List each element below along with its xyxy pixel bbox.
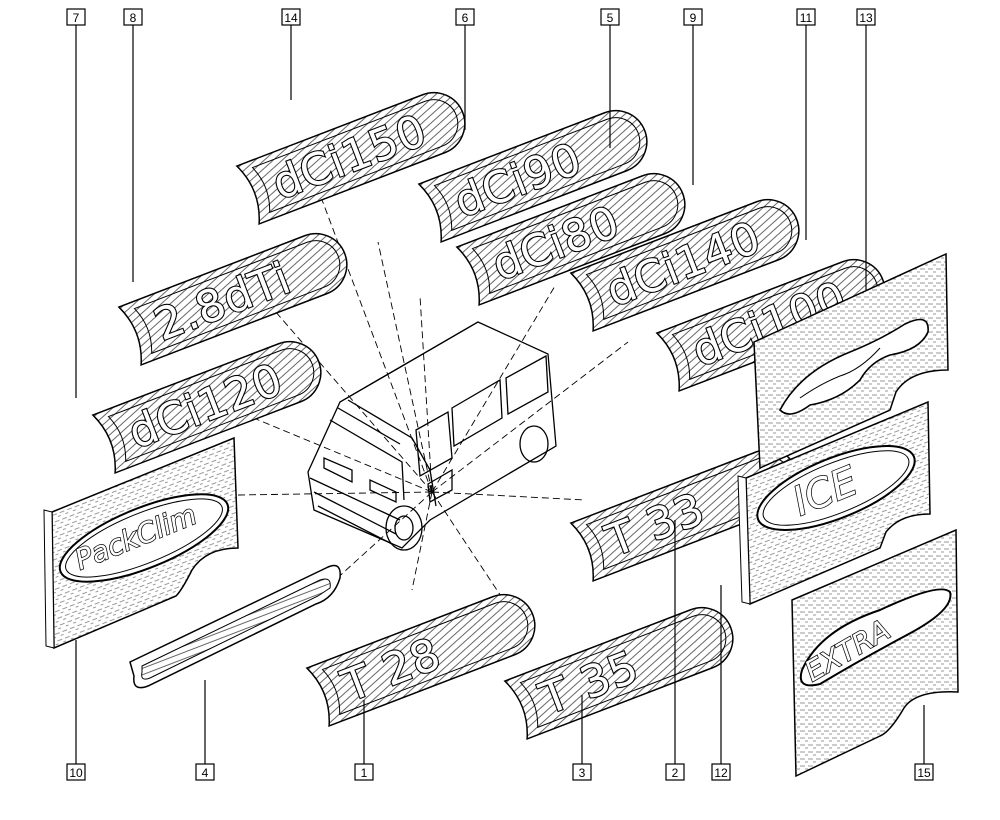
callout-9: 9	[683, 8, 703, 185]
callout-number: 1	[361, 766, 368, 780]
badge-28dti: 2.8dTi	[117, 233, 348, 367]
callout-13: 13	[856, 8, 876, 290]
callout-number: 2	[672, 766, 679, 780]
badge-t28: T 28	[305, 594, 536, 728]
callout-5: 5	[600, 8, 620, 148]
badge-blank	[129, 564, 341, 689]
callout-1: 1	[354, 700, 374, 781]
callout-number: 6	[462, 11, 469, 25]
sticker-packclim: PackClim	[43, 436, 239, 650]
callout-6: 6	[455, 8, 475, 130]
badge-dci90: dCi90	[417, 110, 648, 244]
callout-7: 7	[66, 8, 86, 398]
callout-number: 14	[284, 11, 298, 25]
callout-2: 2	[665, 520, 685, 781]
van-illustration	[307, 321, 557, 551]
callout-number: 11	[800, 11, 813, 25]
callout-10: 10	[66, 640, 86, 781]
badge-t35: T 35	[503, 607, 734, 741]
callout-3: 3	[572, 695, 592, 781]
callout-12: 12	[711, 585, 731, 781]
callout-number: 10	[69, 766, 83, 780]
sticker-extra: EXTRA	[791, 528, 959, 778]
callout-11: 11	[796, 8, 816, 240]
callout-number: 13	[859, 11, 873, 25]
callout-number: 9	[690, 11, 697, 25]
badge-dci120-label: dCi120	[122, 354, 290, 459]
callout-number: 5	[607, 11, 614, 25]
callout-number: 8	[130, 11, 137, 25]
callout-number: 3	[579, 766, 586, 780]
badge-dci150-label: dCi150	[266, 105, 434, 210]
callout-15: 15	[914, 705, 934, 781]
callout-number: 7	[73, 11, 80, 25]
callout-14: 14	[281, 8, 301, 100]
callout-number: 15	[917, 766, 931, 780]
callout-number: 4	[202, 766, 209, 780]
callout-8: 8	[123, 8, 143, 282]
callout-number: 12	[714, 766, 728, 780]
sticker-ice: ICE	[737, 400, 931, 606]
callout-4: 4	[195, 680, 215, 781]
sticker-tribal	[753, 252, 949, 470]
